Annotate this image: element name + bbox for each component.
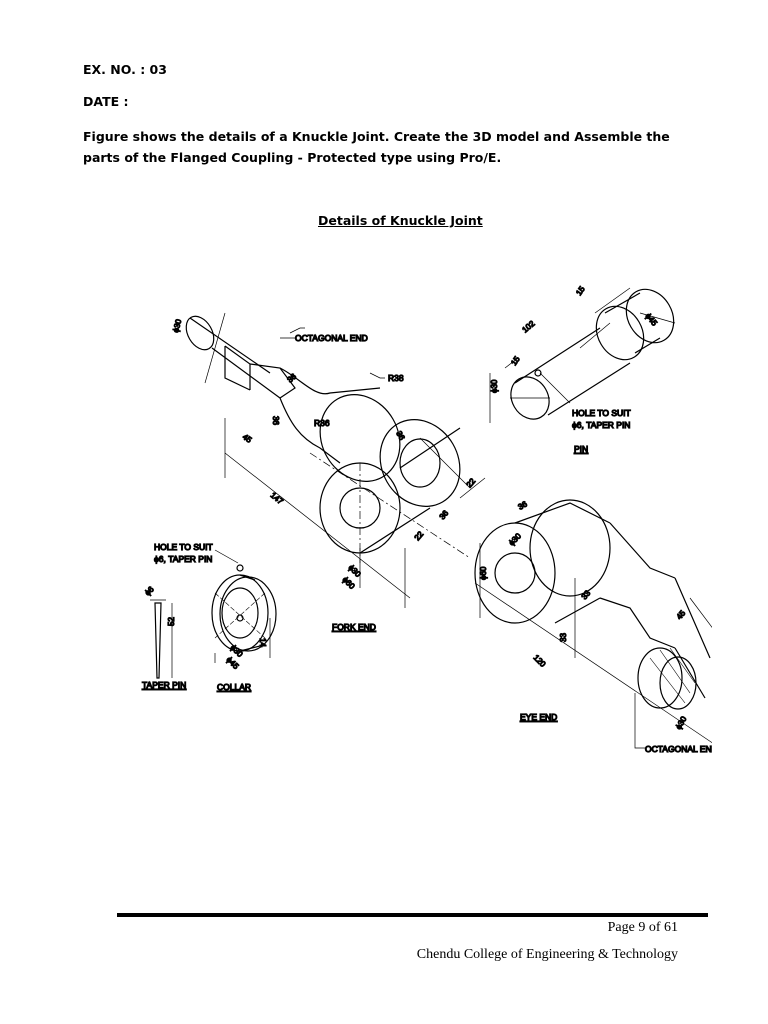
dim-eye-phi30b: ϕ30: [674, 714, 689, 731]
dim-eye-33a: 33: [580, 588, 593, 601]
dim-taper-phi6: ϕ6: [143, 584, 156, 597]
dim-pin-phi45: ϕ45: [643, 312, 659, 328]
dim-eye-phi60: ϕ60: [479, 566, 488, 580]
label-r36: R36: [314, 418, 330, 428]
label-r38: R38: [388, 373, 404, 383]
dim-fork-36c: 36: [394, 430, 407, 443]
page-number: Page 9 of 61: [607, 920, 678, 935]
dim-pin-15b: 15: [509, 354, 522, 367]
dim-pin-102: 102: [521, 319, 537, 335]
collar-part: [211, 549, 277, 663]
fork-end-labels: OCTAGONAL END R38 R36 FORK END ϕ30 36 36…: [171, 317, 479, 632]
dim-fork-45: 45: [241, 432, 254, 445]
dim-fork-36d: 36: [438, 508, 451, 521]
exercise-number: EX. NO. : 03: [83, 62, 167, 77]
eye-end-labels: 36 ϕ60 ϕ30 33 45 33 120 ϕ30 EYE END OCTA…: [478, 499, 712, 755]
dim-pin-15a: 15: [574, 284, 587, 297]
figure-title: Details of Knuckle Joint: [318, 213, 483, 228]
label-collar: COLLAR: [217, 682, 251, 692]
label-fork-end: FORK END: [332, 622, 376, 632]
dim-fork-36b: 36: [271, 416, 280, 425]
dim-taper-52: 52: [167, 617, 176, 626]
dim-fork-phi60: ϕ60: [341, 575, 357, 591]
label-pin: PIN: [574, 444, 588, 454]
fork-end-part: [185, 312, 486, 608]
label-pin-hole-2: ϕ6, TAPER PIN: [572, 420, 630, 430]
dim-fork-d30: ϕ30: [171, 318, 183, 334]
date-label: DATE :: [83, 94, 129, 109]
dim-eye-33b: 33: [559, 633, 568, 642]
label-eye-end: EYE END: [520, 712, 557, 722]
dim-eye-36: 36: [517, 499, 530, 512]
dim-fork-22b: 22: [413, 529, 426, 542]
dim-fork-36a: 36: [286, 372, 299, 385]
college-name: Chendu College of Engineering & Technolo…: [416, 947, 678, 962]
dim-pin-phi30: ϕ30: [490, 379, 499, 393]
footer-rule: [117, 913, 708, 917]
dim-eye-120: 120: [532, 653, 548, 669]
dim-eye-45: 45: [675, 608, 688, 621]
dim-fork-147: 147: [269, 491, 285, 507]
label-octagonal-end-bottom: OCTAGONAL END: [645, 744, 712, 754]
dim-collar-14: 14: [258, 638, 267, 647]
dim-eye-phi30: ϕ30: [507, 531, 523, 547]
label-collar-hole-2: ϕ6, TAPER PIN: [154, 554, 212, 564]
dim-fork-22a: 22: [465, 476, 478, 489]
label-taper-pin: TAPER PIN: [142, 680, 186, 690]
eye-end-part: [474, 499, 712, 749]
label-collar-hole-1: HOLE TO SUIT: [154, 542, 213, 552]
label-octagonal-end-top: OCTAGONAL END: [295, 333, 368, 343]
pin-labels: 15 102 ϕ45 15 ϕ30 HOLE TO SUIT ϕ6, TAPER…: [489, 284, 660, 455]
label-pin-hole-1: HOLE TO SUIT: [572, 408, 631, 418]
exercise-description: Figure shows the details of a Knuckle Jo…: [83, 129, 670, 165]
pin-part: [489, 287, 676, 423]
knuckle-joint-drawing: OCTAGONAL END R38 R36 FORK END ϕ30 36 36…: [141, 284, 712, 755]
taper-pin-part: [150, 599, 173, 679]
